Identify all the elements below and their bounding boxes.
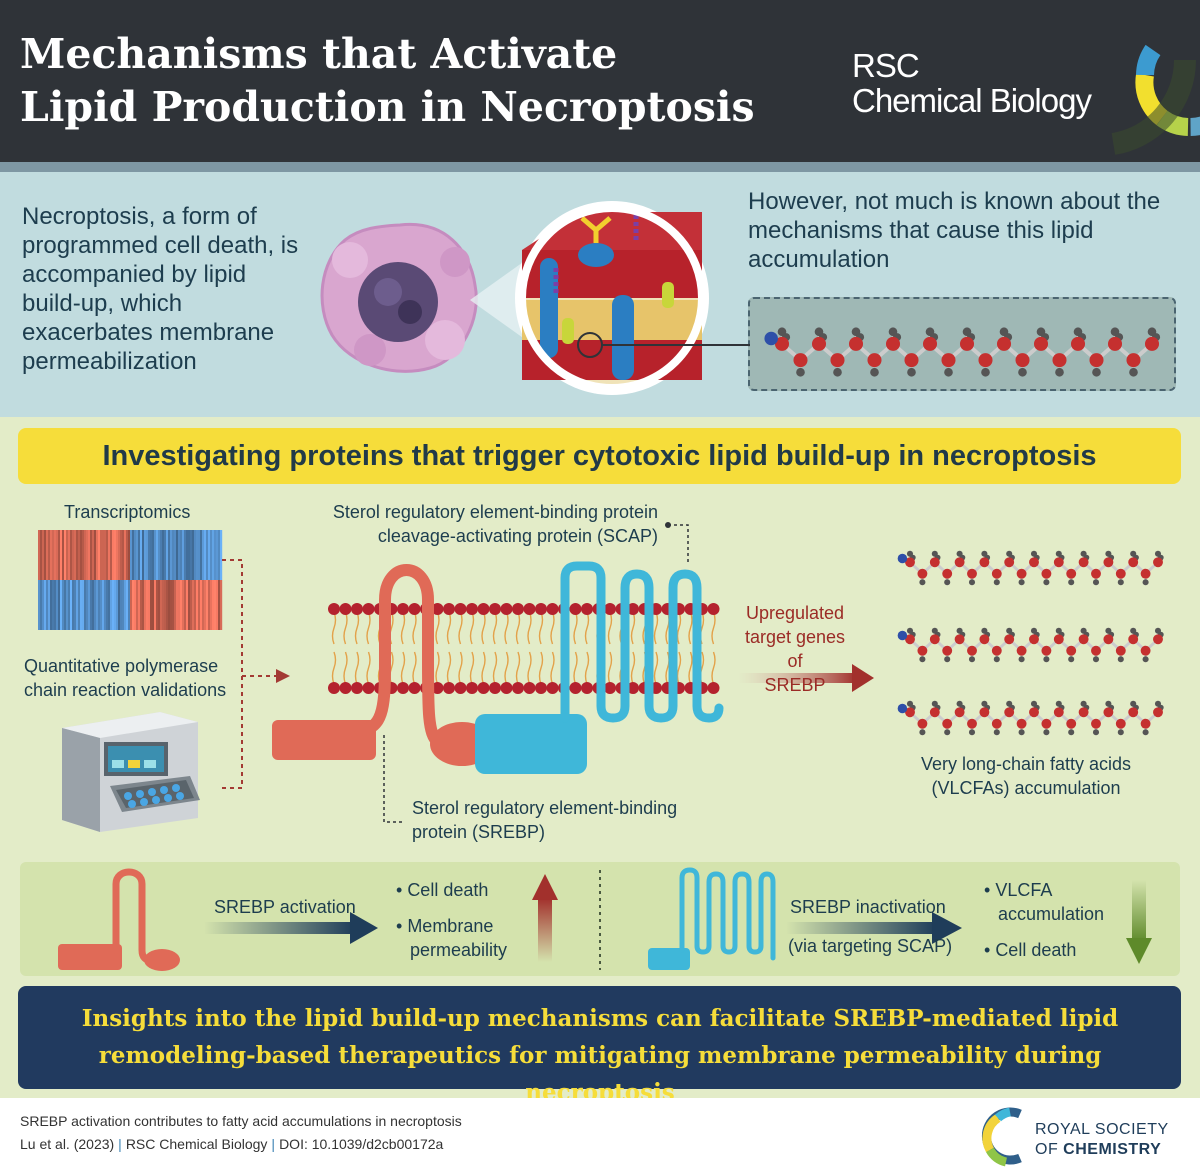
rsc-line-1: ROYAL SOCIETY [1035,1121,1169,1138]
vlcfa-molecules [897,550,1164,736]
title-line-2: Lipid Production in Necroptosis [20,83,755,131]
footer-summary: SREBP activation contributes to fatty ac… [20,1113,462,1129]
journal-name: RSC Chemical Biology [852,47,1092,119]
journal-line-1: RSC [852,47,920,84]
qpcr-label-line-1: Quantitative polymerase [24,656,219,676]
section-banner-title: Investigating proteins that trigger cyto… [102,440,1097,472]
qpcr-label: Quantitative polymerase chain reaction v… [24,654,226,702]
rsc-arc-logo [1004,0,1200,156]
lipid-chain-molecule [764,327,1161,377]
upregulated-label: Upregulated target genes of SREBP [740,601,850,697]
effect-item: • Cell death [396,880,489,900]
upregulated-line-2: target genes of [744,627,846,671]
intro-illustrations [320,201,1161,395]
upregulated-line-1: Upregulated [745,603,845,623]
srebp-inactivation-label: SREBP inactivation [790,897,946,917]
footer-citation: Lu et al. (2023)|RSC Chemical Biology|DO… [20,1136,444,1152]
effect-item-continued: accumulation [998,904,1105,924]
journal-line-2: Chemical Biology [852,82,1092,119]
mechanism-diagram [38,522,1164,832]
scap-label: Sterol regulatory element-binding protei… [312,500,658,548]
vlcfa-label: Very long-chain fatty acids (VLCFAs) acc… [900,752,1152,800]
vlcfa-label-line-2: (VLCFAs) accumulation [931,778,1121,798]
scap-protein [475,561,724,774]
citation-doi-link[interactable]: DOI: 10.1039/d2cb00172a [279,1136,444,1152]
effect-item: • Membrane [396,916,494,936]
effect-item-continued: permeability [410,940,508,960]
increase-arrow [538,898,552,962]
rsc-line-2: OF CHEMISTRY [1035,1141,1162,1158]
insight-text: Insights into the lipid build-up mechani… [40,1000,1160,1111]
insight-line-1: Insights into the lipid build-up mechani… [81,1005,1119,1032]
srebp-label-line-1: Sterol regulatory element-binding [412,798,678,818]
upregulated-line-3: SREBP [764,675,826,695]
intro-right-text: However, not much is known about the mec… [748,188,1161,273]
srebp-icon [58,868,180,971]
scap-icon [648,867,776,970]
qpcr-machine-illustration [62,712,200,832]
srebp-label: Sterol regulatory element-binding protei… [412,796,677,844]
insight-banner [18,986,1181,1089]
srebp-inactivation-sublabel: (via targeting SCAP) [788,936,953,956]
intro-left-text: Necroptosis, a form of programmed cell d… [22,203,299,375]
activation-effects: • Cell death • Membrane permeability [396,878,507,962]
page-title: Mechanisms that Activate Lipid Productio… [20,28,820,134]
upregulation-arrow [738,673,856,683]
comparison-graphics [58,867,1152,971]
header-divider [0,162,1200,172]
transcriptomics-heatmap [38,530,223,630]
vlcfa-label-line-1: Very long-chain fatty acids [920,754,1132,774]
section-banner [18,428,1181,484]
membrane-zoom-illustration [515,201,709,395]
citation-text: Lu et al. (2023) [20,1136,115,1152]
citation-journal[interactable]: RSC Chemical Biology [125,1136,268,1152]
header-bar [0,0,1200,162]
srebp-activation-label: SREBP activation [214,897,356,917]
decrease-arrow [1132,880,1146,942]
necrotic-cell-illustration [320,222,478,373]
effect-item: • Cell death [984,940,1077,960]
effect-item: • VLCFA [984,880,1053,900]
qpcr-label-line-2: chain reaction validations [24,680,227,700]
srebp-label-line-2: protein (SREBP) [412,822,546,842]
inactivation-effects: • VLCFA accumulation • Cell death [984,878,1104,962]
title-line-1: Mechanisms that Activate [20,30,618,78]
rsc-wordmark: ROYAL SOCIETY OF CHEMISTRY [1035,1120,1169,1160]
transcriptomics-label: Transcriptomics [64,502,191,522]
insight-line-2: remodeling-based therapeutics for mitiga… [98,1042,1102,1106]
scap-label-line-2: cleavage-activating protein (SCAP) [377,526,658,546]
scap-label-line-1: Sterol regulatory element-binding protei… [332,502,658,522]
